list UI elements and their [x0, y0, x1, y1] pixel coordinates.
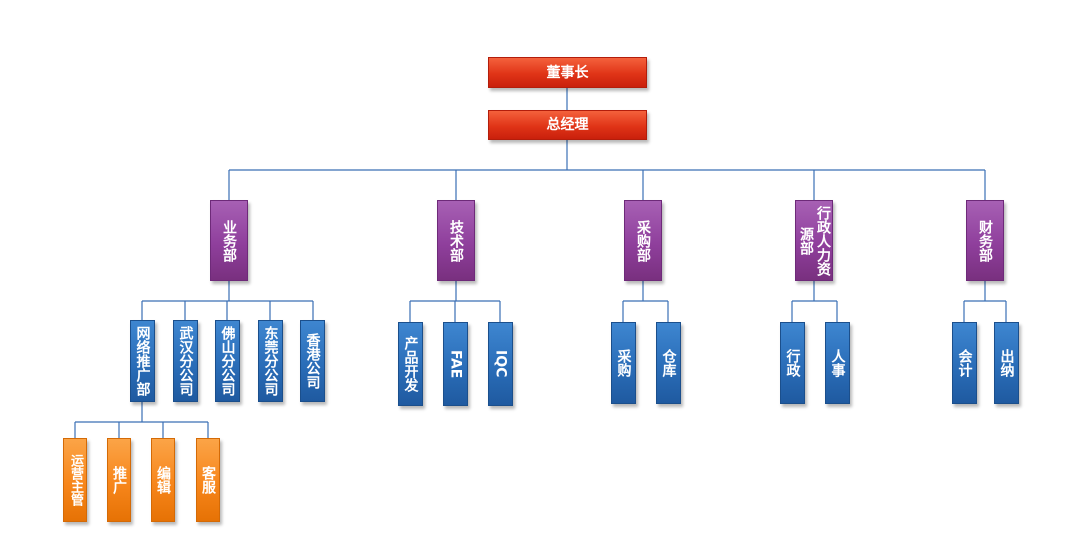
- unit-dongguan-branch-box: 东莞分公司: [258, 320, 283, 402]
- unit-accounting-box: 会计: [952, 322, 977, 404]
- general-manager-box: 总经理: [488, 110, 647, 140]
- unit-network-promotion-box: 网络推广部: [130, 320, 155, 402]
- unit-hongkong-company-box: 香港公司: [300, 320, 325, 402]
- dept-tech-box: 技术部: [437, 200, 475, 281]
- team-promotion-box: 推广: [107, 438, 131, 522]
- chairman-box: 董事长: [488, 57, 647, 88]
- team-customer-service-box: 客服: [196, 438, 220, 522]
- team-operations-lead-box: 运营主管: [63, 438, 87, 522]
- unit-product-dev-box: 产品开发: [398, 322, 423, 406]
- unit-wuhan-branch-box: 武汉分公司: [173, 320, 198, 402]
- unit-fae-box: FAE: [443, 322, 468, 406]
- dept-admin-hr-box: 行政人力资源部: [795, 200, 833, 281]
- unit-admin-box: 行政: [780, 322, 805, 404]
- unit-purchasing-box: 采购: [611, 322, 636, 404]
- unit-foshan-branch-box: 佛山分公司: [215, 320, 240, 402]
- dept-purchasing-box: 采购部: [624, 200, 662, 281]
- dept-finance-box: 财务部: [966, 200, 1004, 281]
- unit-cashier-box: 出纳: [994, 322, 1019, 404]
- team-editing-box: 编辑: [151, 438, 175, 522]
- unit-personnel-box: 人事: [825, 322, 850, 404]
- dept-sales-box: 业务部: [210, 200, 248, 281]
- unit-warehouse-box: 仓库: [656, 322, 681, 404]
- unit-iqc-box: IQC: [488, 322, 513, 406]
